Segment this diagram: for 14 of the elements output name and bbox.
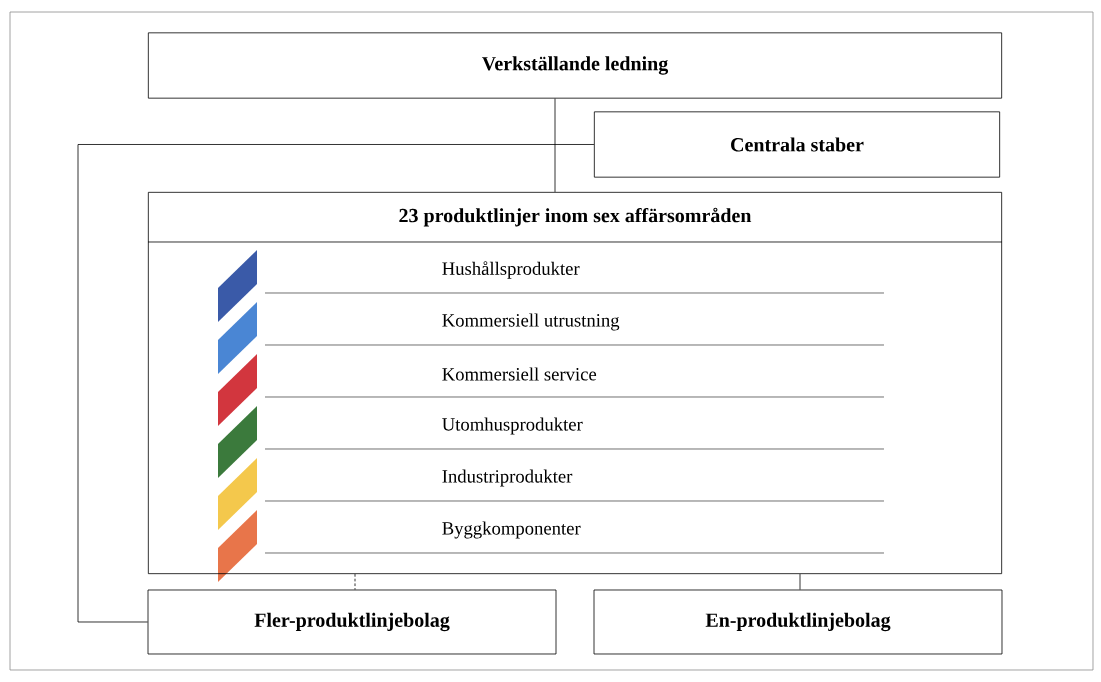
org-box: Fler-produktlinjebolag	[147, 589, 557, 655]
product-line-label: Industriprodukter	[442, 469, 573, 487]
product-line-label: Kommersiell service	[442, 367, 597, 381]
org-box: Centrala staber	[593, 111, 1001, 178]
connector-line	[354, 573, 356, 590]
product-line-label: Hushållsprodukter	[442, 261, 580, 279]
org-box: Verkställande ledning	[147, 32, 1003, 99]
product-line-label: Byggkomponenter	[442, 521, 581, 539]
product-line-label: Utomhusprodukter	[442, 417, 583, 435]
connector-line	[554, 98, 556, 193]
product-line-label: Kommersiell utrustning	[442, 313, 620, 331]
org-box: En-produktlinjebolag	[593, 589, 1003, 655]
connector-line	[77, 144, 595, 623]
connector-line	[799, 573, 801, 590]
